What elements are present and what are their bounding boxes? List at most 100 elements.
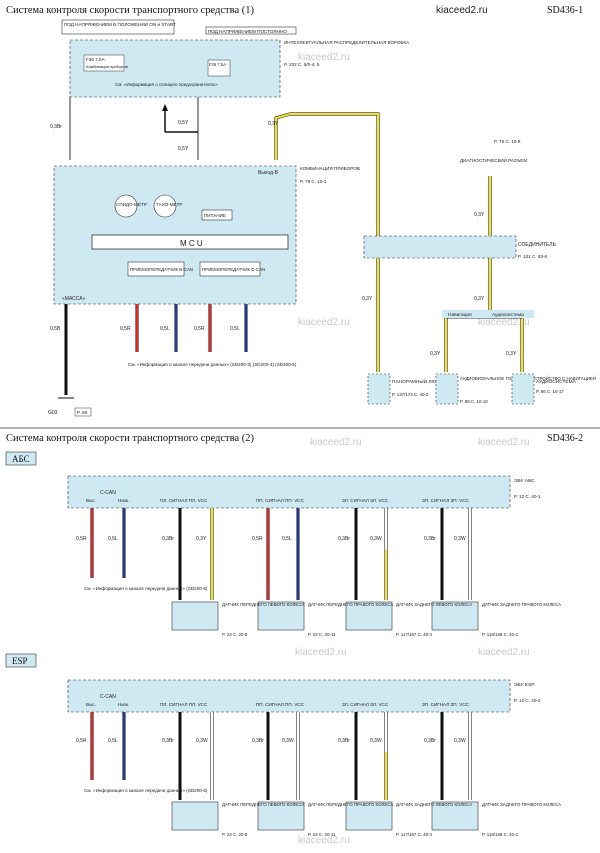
headunit-ref: P. 88 C. 10-10 (460, 399, 488, 404)
wire-label: 0,3W (196, 738, 208, 744)
abs-section: АБС ЭБУ АБС P. 12 C. 40-1 C-CAN Выс. Низ… (5, 451, 541, 509)
esp-section: ESP ЭБУ ESP P. 12 C. 40-2 C-CAN Выс. Низ… (5, 653, 541, 713)
wire-label: 0,5Y (178, 146, 189, 152)
fuse-f36-label: Комбинация приборов (86, 64, 128, 69)
pin-label: ПЛ. СИГНАЛ ПЛ. VCC (160, 498, 208, 503)
wire-label: 0,5L (282, 536, 292, 542)
ground-ref: P. 86 (77, 410, 88, 415)
pin-label: ПЛ. СИГНАЛ ПЛ. VCC (160, 702, 208, 707)
wire-label: 0,5R (76, 536, 87, 542)
can-b-label: ПРИЕМОПЕРЕДАТЧИК B-CAN (130, 267, 193, 272)
pin-label: ЗЛ. СИГНАЛ ЗЛ. VCC (342, 498, 389, 503)
watermark: kiaceed2.ru (478, 647, 530, 658)
abs-ecu (67, 475, 511, 509)
mcu-block (91, 234, 289, 250)
sensor-fr-ref: P. 23 C. 20-11 (308, 632, 336, 637)
pin-label: ПП. СИГНАЛ ПП. VCC (256, 498, 305, 503)
wire-label: 0,5R (252, 536, 263, 542)
mcu-label: M C U (180, 239, 203, 248)
wire-label: 0,3W (454, 536, 466, 542)
watermark: kiaceed2.ru (295, 647, 347, 658)
wire-label: 0,3W (370, 738, 382, 744)
wire-label: 0,3Y (268, 121, 279, 127)
pin-label: ЗП. СИГНАЛ ЗП. VCC (422, 498, 470, 503)
wire-label: 0,3Br (252, 738, 264, 744)
sensor-rl-name: ДАТЧИК ЗАДНЕГО ЛЕВОГО КОЛЕСА (396, 802, 472, 807)
wire-label: 0,3Br (338, 738, 350, 744)
audio-ref: P. 86 C. 10-17 (536, 389, 564, 394)
wire-label: 0,3Y (430, 351, 441, 357)
speedometer-label: СПИДО-МЕТР (116, 202, 147, 207)
nav-label: Навигация (448, 312, 472, 318)
sensor-rr-ref: P. 118/168 C. 40-2 (482, 832, 519, 837)
sensor-rl-ref: P. 117/167 C. 40-4 (396, 632, 433, 637)
abs-ecu-name: ЭБУ АБС (514, 478, 535, 484)
watermark: kiaceed2.ru (298, 835, 350, 846)
audio-name: АУДИОСИСТЕМА (536, 379, 577, 385)
fuse-f36: F36 7.5A (86, 57, 106, 62)
sensor-rl-ref: P. 117/167 C. 40-4 (396, 832, 433, 837)
cluster-ref: P. 79 C. 10-1 (300, 179, 327, 184)
abs-ecu-ref: P. 12 C. 40-1 (514, 494, 541, 499)
sensor-rl-name: ДАТЧИК ЗАДНЕГО ЛЕВОГО КОЛЕСА (396, 602, 472, 607)
cluster-name: КОМБИНАЦИЯ ПРИБОРОВ (300, 166, 360, 171)
cluster-power-label: ПИТАНИЕ (204, 213, 226, 218)
wire-label: 0,3W (454, 738, 466, 744)
panoramic-ref: P. 137/173 C. 40-2 (392, 392, 429, 397)
diag-connector-name: ДИАГНОСТИЧЕСКИЙ РАЗЪЕМ (460, 156, 527, 163)
wire-label: 0,5R (194, 326, 205, 332)
wire-label: 0,5R (120, 326, 131, 332)
sensor-rr-ref: P. 118/168 C. 40-2 (482, 632, 519, 637)
esp-ecu-ref: P. 12 C. 40-2 (514, 698, 541, 703)
audio-label: Аудиосистема (492, 312, 524, 318)
can-info-note: См. «Информация о канале передачи данных… (84, 586, 208, 591)
wire-label: 0,3Br (162, 738, 174, 744)
esp-wires: 0,5R 0,5L 0,3Br 0,3W 0,3Br 0,3W 0,3Br 0,… (76, 712, 472, 800)
wire-label: 0,5L (160, 326, 170, 332)
esp-ecu (67, 679, 511, 713)
panoramic-name: ПАНОРАМНЫЙ ЛЮК (392, 377, 439, 385)
section-label-esp: ESP (12, 656, 28, 666)
wire-label: 0,3W (282, 738, 294, 744)
esp-sensors: ДАТЧИК ПЕРЕДНЕГО ЛЕВОГО КОЛЕСА P. 23 C. … (171, 801, 561, 837)
wire-label: 0,3Y (474, 212, 485, 218)
can-c-label: ПРИЕМОПЕРЕДАТЧИК C-CAN (202, 267, 265, 272)
ground-label: G03 (48, 410, 58, 416)
page-title-2: Система контроля скорости транспортного … (6, 433, 254, 444)
sensor-fl-ref: P. 23 C. 20-8 (222, 832, 248, 837)
sensor-fr-name: ДАТЧИК ПЕРЕДНЕГО ПРАВОГО КОЛЕСА (308, 602, 393, 607)
sensor-fl-name: ДАТЧИК ПЕРЕДНЕГО ЛЕВОГО КОЛЕСА (222, 802, 304, 807)
wire-label: 0,3Y (362, 296, 373, 302)
sensor-rr-name: ДАТЧИК ЗАДНЕГО ПРАВОГО КОЛЕСА (482, 802, 561, 807)
wire-label: 0,3Y (506, 351, 517, 357)
panoramic-module (367, 373, 391, 405)
wire-label: 0,3Br (50, 124, 62, 130)
abs-can-lo: Низк. (118, 498, 129, 503)
section-label-abs: АБС (12, 454, 30, 464)
sensor-rr-name: ДАТЧИК ЗАДНЕГО ПРАВОГО КОЛЕСА (482, 602, 561, 607)
esp-can-hi: Выс. (86, 702, 96, 707)
splice-note: См. «Информация о сплице/о предохранител… (115, 82, 218, 87)
abs-sensors: ДАТЧИК ПЕРЕДНЕГО ЛЕВОГО КОЛЕСА P. 23 C. … (171, 601, 561, 637)
page-title-1: Система контроля скорости транспортного … (6, 5, 254, 16)
diag-connector-ref: P. 75 C. 10-6 (494, 139, 521, 144)
wire-label: 0,5L (108, 738, 118, 744)
wire-label: 0,3Y (474, 296, 485, 302)
junction-box-name: ИНТЕЛЛЕКТУАЛЬНАЯ РАСПРЕДЕЛИТЕЛЬНАЯ КОРОБ… (284, 40, 410, 45)
wire-label: 0,5L (230, 326, 240, 332)
watermarks: kiaceed2.ru kiaceed2.ru kiaceed2.ru kiac… (295, 52, 530, 846)
esp-ecu-name: ЭБУ ESP (514, 682, 534, 688)
esp-can-label: C-CAN (100, 694, 116, 700)
wire-label: 0,5L (108, 536, 118, 542)
pin-label: ПП. СИГНАЛ ПП. VCC (256, 702, 305, 707)
power-on-label: ПОД НАПРЯЖЕНИЕМ В ПОЛОЖЕНИИ ON и START (64, 22, 176, 27)
wire-label: 0,3Br (338, 536, 350, 542)
wire-label: 0,5R (76, 738, 87, 744)
pin-label: ЗП. СИГНАЛ ЗП. VCC (422, 702, 470, 707)
wire-label: 0,3Br (162, 536, 174, 542)
mass-label: «МАССА» (62, 296, 86, 302)
junction-box-ref: P. 202 C. 8/0-4, 5 (284, 62, 320, 67)
abs-can-hi: Выс. (86, 498, 96, 503)
connector-block (363, 235, 517, 259)
